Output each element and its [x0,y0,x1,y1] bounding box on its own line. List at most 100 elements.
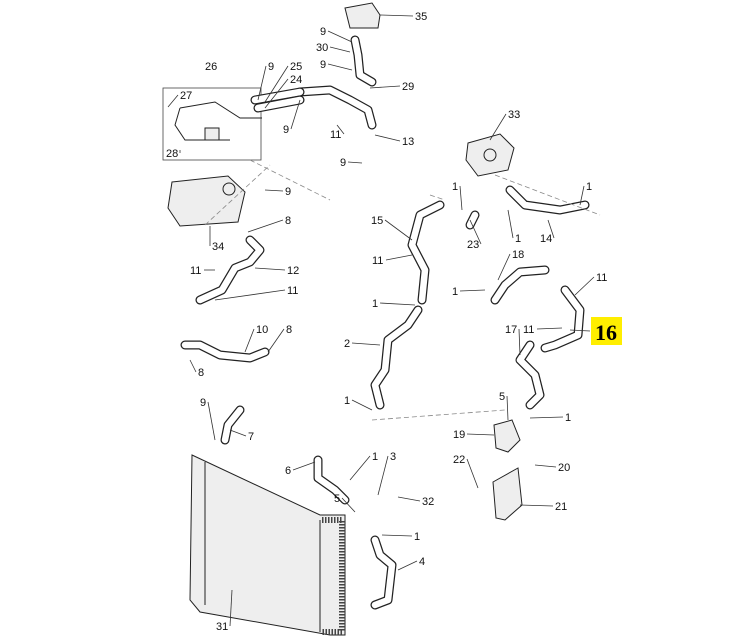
leader-line [264,65,289,103]
callout-3: 3 [377,451,396,496]
callout-9: 9 [320,59,353,71]
callout-25: 25 [264,61,302,103]
callout-1: 1 [349,451,378,481]
hoses [180,35,590,610]
part-number-label: 22 [453,454,465,466]
leader-line [374,134,401,142]
highlight-badge [591,317,622,345]
part-number-label: 1 [565,412,571,424]
radiator-31 [189,454,346,636]
callout-1: 1 [344,395,373,411]
part-number-label: 17 [505,324,517,336]
callout-27: 27 [167,90,192,108]
callout-8: 8 [189,359,204,379]
coolant-hose [516,341,544,409]
callout-21: 21 [519,501,567,513]
callout-28: 28 [166,148,181,160]
part-number-label: 35 [415,11,427,23]
part-number-label: 11 [596,272,607,284]
bracket-21 [492,467,523,521]
leader-line [229,589,233,627]
assembly-box-26 [162,87,262,161]
part-number-label: 10 [256,324,268,336]
leader-line [579,185,585,206]
callout-11: 11 [214,285,298,301]
part-number-label: 20 [558,462,570,474]
callout-18: 18 [497,249,524,281]
coolant-hose [541,286,584,352]
part-number-label: 11 [287,285,298,297]
coolant-hose [371,306,422,409]
leader-line [469,219,482,245]
part-number-label: 9 [285,186,291,198]
callout-6: 6 [285,461,316,477]
leader-line [547,219,555,239]
callout-1: 1 [452,286,486,298]
callout-33: 33 [489,109,520,141]
coolant-hose [296,86,376,129]
part-number-label: 13 [402,136,414,148]
callout-12: 12 [254,265,299,277]
part-number-label: 11 [190,265,201,277]
callout-13: 13 [374,134,414,148]
leader-line [264,78,289,109]
part-number-label: 19 [453,429,465,441]
coolant-hose [314,456,349,504]
part-number-label: 29 [402,81,414,93]
part-number-label: 3 [390,451,396,463]
leader-line [257,65,267,101]
leader-line [341,497,356,513]
leader-line [292,461,316,471]
part-number-label: 9 [200,397,206,409]
callout-11: 11 [574,272,607,296]
callout-11: 11 [190,265,215,277]
reservoir-34 [167,175,246,227]
part-number-label: 1 [344,395,350,407]
coolant-hose [254,96,304,112]
part-number-label: 1 [452,286,458,298]
highlighted-part-label: 16 [595,320,617,345]
callout-9: 9 [257,61,274,101]
leader-line [379,302,416,306]
callout-11: 11 [523,324,563,336]
leader-line [397,496,421,502]
callout-2: 2 [344,338,381,350]
part-number-label: 32 [422,496,434,508]
callout-9: 9 [200,397,216,441]
callout-24: 24 [264,74,302,109]
part-number-label: 8 [198,367,204,379]
part-number-label: 14 [540,233,552,245]
leader-line [384,219,413,241]
leader-line [254,267,286,271]
coolant-hose [506,186,589,214]
part-number-label: 8 [285,215,291,227]
leader-line [369,85,401,89]
leader-line [385,254,413,261]
coolant-hose [408,201,444,304]
callout-1: 1 [452,181,463,211]
leader-line [574,276,595,296]
part-number-label: 9 [320,59,326,71]
callout-9: 9 [283,99,301,136]
reservoir-35 [344,2,381,29]
coolant-hose [491,266,549,304]
callout-8: 8 [247,215,291,233]
leader-line [336,124,345,135]
leader-line [167,94,179,108]
callout-30: 30 [316,42,351,54]
callout-34: 34 [209,226,224,253]
callout-23: 23 [467,219,482,251]
leader-line [244,328,255,353]
part-number-label: 9 [268,61,274,73]
part-number-label: 18 [512,249,524,261]
callout-17: 17 [505,324,521,356]
part-number-label: 7 [248,431,254,443]
part-number-label: 9 [340,157,346,169]
coolant-hose [466,211,479,229]
leader-line [519,504,554,507]
thermostat-19 [493,419,521,453]
callout-4: 4 [397,556,425,571]
leader-line [349,455,371,481]
part-number-label: 30 [316,42,328,54]
